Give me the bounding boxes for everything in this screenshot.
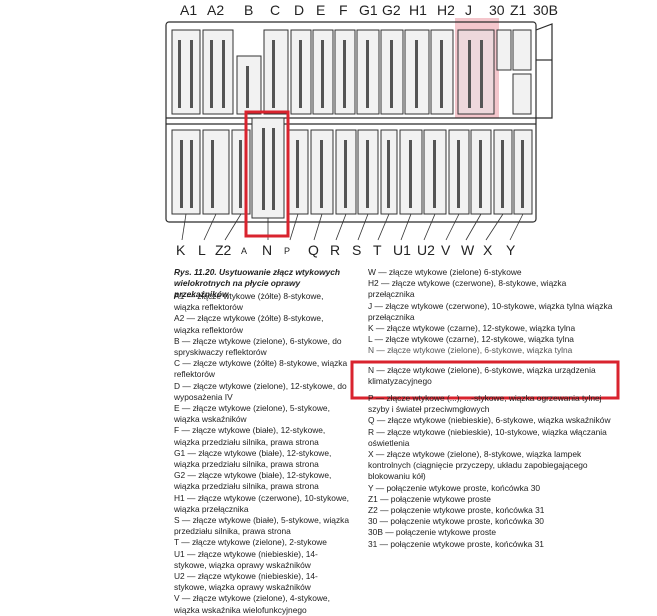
label-Y: Y [506,242,516,258]
legend-entry-T: T — złącze wtykowe (zielone), 2-stykowe [174,537,327,548]
legend-entry-31: 31 — połączenie wtykowe proste, końcówka… [368,538,544,549]
label-S: S [352,242,362,258]
legend-entry-A2: A2 — złącze wtykowe (żółte) 8-stykowe, w… [174,313,324,335]
legend-entry-A1: A1 — złącze wtykowe (żółte) 8-stykowe, w… [174,291,324,313]
label-N: N [262,242,273,258]
relay-panel-drawing [165,18,553,241]
label-F: F [339,2,348,18]
label-W: W [461,242,475,258]
legend-highlight-box [350,360,620,400]
label-U2: U2 [417,242,435,258]
connector-A2 [202,29,234,115]
label-A2: A2 [207,2,225,18]
label-Q: Q [308,242,319,258]
legend-entry-D: D — złącze wtykowe (zielone), 12-stykowe… [174,380,347,402]
legend-entry-S: S — złącze wtykowe (białe), 5-stykowe, w… [174,515,349,537]
legend-entry-N-partial: N — złącze wtykowe (zielone), 6-stykowe,… [368,345,573,356]
label-B: B [244,2,254,18]
connector-N-highlight [244,110,290,238]
legend-entry-U1: U1 — złącze wtykowe (niebieskie), 14-sty… [174,548,318,570]
label-E: E [316,2,326,18]
label-30B: 30B [533,2,558,18]
legend-entry-Z1: Z1 — połączenie wtykowe proste [368,493,491,504]
top-connector-row [171,29,532,115]
label-G1: G1 [359,2,378,18]
figure-caption: Rys. 11.20. Usytuowanie złącz wtykowych … [174,267,341,300]
label-J: J [465,2,472,18]
legend-entry-30B: 30B — połączenie wtykowe proste [368,527,497,538]
legend-lower-entries: P — złącze wtykowe (...), ...-stykowe, w… [368,393,613,550]
label-P: P [284,246,291,256]
label-A: A [241,246,248,256]
label-30: 30 [489,2,505,18]
label-V: V [441,242,451,258]
legend-entry-P: P — złącze wtykowe (...), ...-stykowe, w… [368,393,602,415]
legend-entry-F: F — złącze wtykowe (białe), 12-stykowe, … [174,425,326,447]
label-K: K [176,242,186,258]
label-C: C [270,2,281,18]
connector-Z1 [512,29,532,71]
connector-N [251,117,285,219]
connector-A1 [171,29,201,115]
legend-entry-30: 30 — połączenie wtykowe proste, końcówka… [368,516,544,527]
legend-entry-Y: Y — połączenie wtykowe proste, końcówka … [368,482,541,493]
label-Z1: Z1 [510,2,527,18]
connector-30 [496,29,512,71]
label-D: D [294,2,305,18]
legend-right-column: W — złącze wtykowe (zielone) 6-stykowe H… [368,267,613,356]
connector-C [263,29,289,115]
legend-entry-E: E — złącze wtykowe (zielone), 5-stykowe,… [174,403,330,425]
label-T: T [373,242,382,258]
legend-entry-Z2: Z2 — połączenie wtykowe proste, końcówka… [368,505,545,516]
legend-entry-C: C — złącze wtykowe (żółte) 8-stykowe, wi… [174,358,348,380]
legend-entry-H1: H1 — złącze wtykowe (czerwone), 10-styko… [174,492,349,514]
legend-entry-L: L — złącze wtykowe (czarne), 12-stykowe,… [368,334,574,345]
label-H2: H2 [437,2,455,18]
legend-entry-K: K — złącze wtykowe (czarne), 12-stykowe,… [368,323,576,334]
legend-entry-V: V — złącze wtykowe (zielone), 4-stykowe,… [174,593,330,615]
legend-entry-X: X — złącze wtykowe (zielone), 8-stykowe,… [368,449,588,482]
legend-entry-R: R — złącze wtykowe (niebieskie), 10-styk… [368,426,607,448]
legend-entry-G2: G2 — złącze wtykowe (białe), 12-stykowe,… [174,470,332,492]
connector-30B [512,73,532,115]
label-H1: H1 [409,2,427,18]
legend-entry-W: W — złącze wtykowe (zielone) 6-stykowe [368,267,522,277]
label-Z2: Z2 [215,242,232,258]
legend-entry-Q: Q — złącze wtykowe (niebieskie), 6-styko… [368,415,611,426]
connector-J [457,29,495,115]
legend-entry-U2: U2 — złącze wtykowe (niebieskie), 14-sty… [174,571,318,593]
bottom-connector-labels: K L Z2 A N P Q R S T U1 U2 V W X Y [0,242,657,262]
legend-entry-J: J — złącze wtykowe (czerwone), 10-stykow… [368,300,613,322]
legend-entry-G1: G1 — złącze wtykowe (białe), 12-stykowe,… [174,447,332,470]
panel-outline [165,21,537,223]
label-X: X [483,242,493,258]
legend-entry-H2: H2 — złącze wtykowe (czerwone), 8-stykow… [368,278,567,300]
legend-entry-N-highlighted: N — złącze wtykowe (zielone), 6-stykowe,… [368,365,596,387]
label-G2: G2 [382,2,401,18]
label-A1: A1 [180,2,198,18]
legend-entry-B: B — złącze wtykowe (zielone), 6-stykowe,… [174,335,342,358]
label-R: R [330,242,341,258]
label-U1: U1 [393,242,411,258]
label-L: L [198,242,206,258]
top-connector-labels: A1 A2 B C D E F G1 G2 H1 H2 J 30 Z1 30B [0,2,657,22]
